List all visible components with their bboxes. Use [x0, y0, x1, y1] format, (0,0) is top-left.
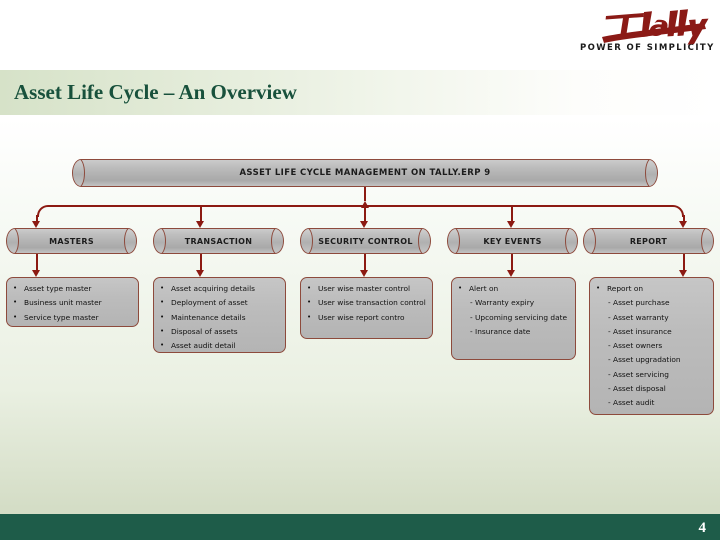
bullet-icon: •	[13, 312, 18, 321]
list-item: • Maintenance details	[160, 313, 280, 322]
connector-transaction-stem	[200, 254, 202, 273]
sub-list-item: - Asset disposal	[608, 383, 666, 393]
connector-keyevents-stem	[511, 254, 513, 273]
list-item: • Alert on	[458, 284, 570, 293]
connector-leg-1	[36, 215, 38, 223]
list-item-text: Report on	[607, 284, 644, 293]
connector-root-stem	[364, 187, 366, 201]
page-title: Asset Life Cycle – An Overview	[14, 80, 297, 104]
list-item-text: Asset audit detail	[171, 341, 236, 350]
list-item-text: Deployment of asset	[171, 298, 248, 308]
connector-leg-2	[200, 205, 202, 223]
tally-wordmark-icon	[580, 6, 710, 45]
list-item: • Asset acquiring details	[160, 284, 280, 293]
connector-leg-4	[511, 205, 513, 223]
connector-arrow-4	[507, 221, 515, 228]
column-header-label: REPORT	[629, 236, 668, 246]
column-header-label: KEY EVENTS	[483, 236, 542, 246]
sub-list-item: - Asset upgradation	[608, 355, 681, 365]
column-panel-masters[interactable]: • Asset type master • Business unit mast…	[6, 277, 139, 327]
page-number: 4	[698, 520, 707, 536]
sub-list-item: - Asset warranty	[608, 312, 669, 322]
footer-bar	[0, 514, 720, 540]
connector-masters-arrow	[32, 270, 40, 277]
sub-list-item: - Asset purchase	[608, 298, 670, 308]
list-item: • Disposal of assets	[160, 327, 280, 336]
bullet-icon: •	[458, 284, 463, 292]
sub-list-item: - Asset servicing	[608, 369, 669, 379]
bullet-icon: •	[307, 298, 312, 307]
list-item-text: Alert on	[469, 284, 499, 293]
bullet-icon: •	[307, 312, 312, 321]
sub-list-item: - Warranty expiry	[470, 298, 535, 308]
tally-logo: POWER OF SIMPLICITY	[580, 6, 715, 62]
connector-security-stem	[364, 254, 366, 273]
column-panel-key-events[interactable]: • Alert on - Warranty expiry - Upcoming …	[451, 277, 576, 360]
column-header-label: TRANSACTION	[184, 236, 253, 246]
column-header-report[interactable]: REPORT	[583, 228, 714, 254]
bullet-icon: •	[160, 284, 165, 292]
diagram-root-label: ASSET LIFE CYCLE MANAGEMENT ON TALLY.ERP…	[239, 168, 491, 178]
connector-keyevents-arrow	[507, 270, 515, 277]
slide-title-band: Asset Life Cycle – An Overview	[0, 70, 720, 115]
list-item-text: User wise master control	[318, 284, 411, 293]
column-header-label: MASTERS	[49, 236, 94, 246]
connector-masters-stem	[36, 254, 38, 273]
connector-report-stem	[683, 254, 685, 273]
list-item-text: User wise report contro	[318, 312, 405, 322]
column-header-transaction[interactable]: TRANSACTION	[153, 228, 284, 254]
column-header-security-control[interactable]: SECURITY CONTROL	[300, 228, 431, 254]
bullet-icon: •	[160, 341, 165, 349]
column-panel-report[interactable]: • Report on - Asset purchase - Asset war…	[589, 277, 714, 415]
connector-arrow-5	[679, 221, 687, 228]
list-item: • Deployment of asset	[160, 298, 280, 307]
list-item: • Report on	[596, 284, 708, 293]
list-item: • Business unit master	[13, 298, 133, 307]
list-item: • Asset type master	[13, 284, 133, 293]
list-item-text: Service type master	[24, 312, 99, 322]
bullet-icon: •	[160, 312, 165, 321]
tally-tagline: POWER OF SIMPLICITY	[580, 43, 715, 53]
list-item-text: Asset type master	[24, 284, 92, 293]
list-item-text: Business unit master	[24, 298, 102, 308]
bullet-icon: •	[596, 284, 601, 292]
bullet-icon: •	[13, 298, 18, 307]
list-item: • User wise transaction control	[307, 298, 427, 307]
sub-list-item: - Asset insurance	[608, 326, 672, 336]
sub-list-item: - Asset audit	[608, 398, 655, 407]
sub-list-item: - Insurance date	[470, 326, 531, 336]
list-item: • Asset audit detail	[160, 341, 280, 350]
connector-bus	[37, 205, 684, 217]
tally-script-icon	[602, 9, 709, 45]
connector-arrow-3	[360, 221, 368, 228]
asset-lifecycle-diagram: ASSET LIFE CYCLE MANAGEMENT ON TALLY.ERP…	[0, 115, 720, 445]
list-item: • User wise report contro	[307, 313, 427, 322]
sub-list-item: - Upcoming servicing date	[470, 312, 568, 322]
bullet-icon: •	[307, 284, 312, 292]
connector-root-arrow	[360, 201, 369, 208]
connector-arrow-1	[32, 221, 40, 228]
column-header-key-events[interactable]: KEY EVENTS	[447, 228, 578, 254]
column-panel-security-control[interactable]: • User wise master control • User wise t…	[300, 277, 433, 339]
list-item-text: Disposal of assets	[171, 326, 238, 336]
connector-security-arrow	[360, 270, 368, 277]
bullet-icon: •	[160, 298, 165, 307]
list-item: • Service type master	[13, 313, 133, 322]
column-header-label: SECURITY CONTROL	[318, 236, 413, 246]
sub-list-item: - Asset owners	[608, 341, 663, 350]
connector-leg-3	[364, 205, 366, 223]
list-item-text: Maintenance details	[171, 312, 246, 322]
connector-leg-5	[683, 215, 685, 223]
bullet-icon: •	[13, 284, 18, 292]
connector-transaction-arrow	[196, 270, 204, 277]
diagram-root-box[interactable]: ASSET LIFE CYCLE MANAGEMENT ON TALLY.ERP…	[72, 159, 658, 187]
connector-arrow-2	[196, 221, 204, 228]
column-panel-transaction[interactable]: • Asset acquiring details • Deployment o…	[153, 277, 286, 353]
column-header-masters[interactable]: MASTERS	[6, 228, 137, 254]
bullet-icon: •	[160, 326, 165, 335]
list-item-text: User wise transaction control	[318, 298, 426, 308]
list-item-text: Asset acquiring details	[171, 284, 256, 293]
connector-report-arrow	[679, 270, 687, 277]
list-item: • User wise master control	[307, 284, 427, 293]
